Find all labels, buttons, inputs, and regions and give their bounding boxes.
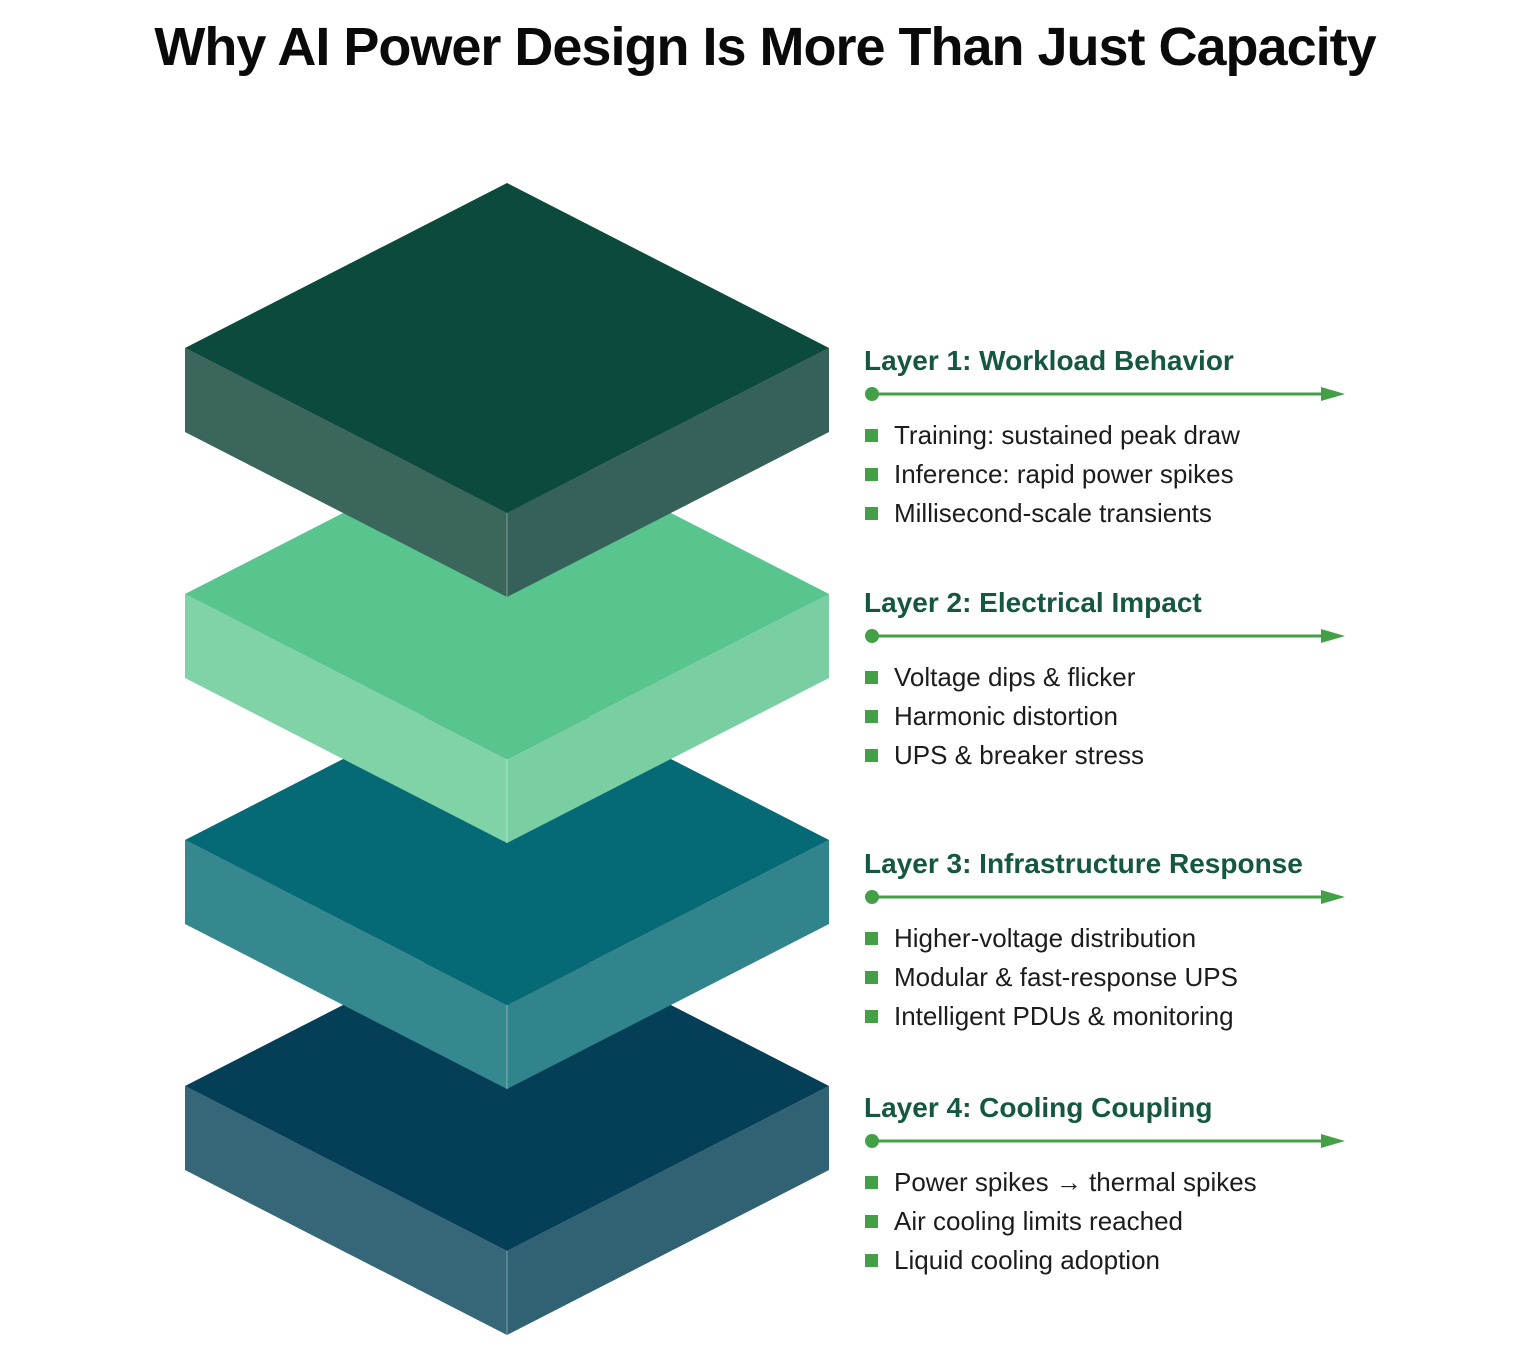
bullet-text: Liquid cooling adoption [894,1245,1160,1275]
bullet-square-icon [865,710,878,723]
list-item: Higher-voltage distribution [864,925,1384,951]
layer-2-box-left-face [185,594,507,843]
list-item: Harmonic distortion [864,703,1384,729]
list-item: Training: sustained peak draw [864,422,1384,448]
list-item: Intelligent PDUs & monitoring [864,1003,1384,1029]
layer-4-text-block: Layer 4: Cooling Coupling Power spikes →… [864,1091,1384,1286]
bullet-square-icon [865,1010,878,1023]
layer-2-heading: Layer 2: Electrical Impact [864,587,1202,618]
list-item: Power spikes → thermal spikes [864,1169,1384,1195]
bullet-text: Inference: rapid power spikes [894,459,1234,489]
bullet-text: Millisecond-scale transients [894,498,1212,528]
layer-4-bullet-list: Power spikes → thermal spikes Air coolin… [864,1169,1384,1273]
layer-1-text-block: Layer 1: Workload Behavior Training: sus… [864,344,1384,539]
bullet-square-icon [865,507,878,520]
layer-2-text-block: Layer 2: Electrical Impact Voltage dips … [864,586,1384,781]
bullet-square-icon [865,1254,878,1267]
list-item: Liquid cooling adoption [864,1247,1384,1273]
layer-3-box-right-face [507,840,829,1089]
bullet-square-icon [865,468,878,481]
layer-1-box-right-face [507,348,829,597]
bullet-text: UPS & breaker stress [894,740,1144,770]
bullet-text: Training: sustained peak draw [894,420,1240,450]
layer-4-heading: Layer 4: Cooling Coupling [864,1092,1213,1123]
bullet-square-icon [865,1176,878,1189]
list-item: UPS & breaker stress [864,742,1384,768]
bullet-text: Air cooling limits reached [894,1206,1184,1236]
bullet-square-icon [865,671,878,684]
layer-3-arrow-line-icon [865,890,1345,904]
bullet-square-icon [865,932,878,945]
layer-1-box-left-face [185,348,507,597]
layer-4-box-left-face [185,1086,507,1335]
page-title: Why AI Power Design Is More Than Just Ca… [154,17,1376,77]
layer-3-heading: Layer 3: Infrastructure Response [864,848,1303,879]
list-item: Modular & fast-response UPS [864,964,1384,990]
layer-4-box-right-face [507,1086,829,1335]
layer-1-box-top-face [185,183,829,513]
layer-3-text-block: Layer 3: Infrastructure Response Higher-… [864,847,1384,1042]
list-item: Air cooling limits reached [864,1208,1384,1234]
bullet-text: Intelligent PDUs & monitoring [894,1001,1234,1031]
bullet-square-icon [865,971,878,984]
bullet-text: Harmonic distortion [894,701,1118,731]
bullet-text: Modular & fast-response UPS [894,962,1238,992]
bullet-text: Higher-voltage distribution [894,923,1197,953]
bullet-text: Power spikes → thermal spikes [894,1167,1257,1197]
bullet-square-icon [865,429,878,442]
bullet-square-icon [865,749,878,762]
layer-1-heading: Layer 1: Workload Behavior [864,345,1234,376]
layer-1-bullet-list: Training: sustained peak draw Inference:… [864,422,1384,526]
layer-2-box-right-face [507,594,829,843]
layer-3-box-left-face [185,840,507,1089]
bullet-text: Voltage dips & flicker [894,662,1136,692]
layer-4-arrow-line-icon [865,1134,1345,1148]
bullet-square-icon [865,1215,878,1228]
layer-3-bullet-list: Higher-voltage distribution Modular & fa… [864,925,1384,1029]
layer-1-arrow-line-icon [865,387,1345,401]
layer-2-arrow-line-icon [865,629,1345,643]
layer-1-box [185,183,829,597]
layer-2-bullet-list: Voltage dips & flicker Harmonic distorti… [864,664,1384,768]
list-item: Voltage dips & flicker [864,664,1384,690]
list-item: Inference: rapid power spikes [864,461,1384,487]
list-item: Millisecond-scale transients [864,500,1384,526]
